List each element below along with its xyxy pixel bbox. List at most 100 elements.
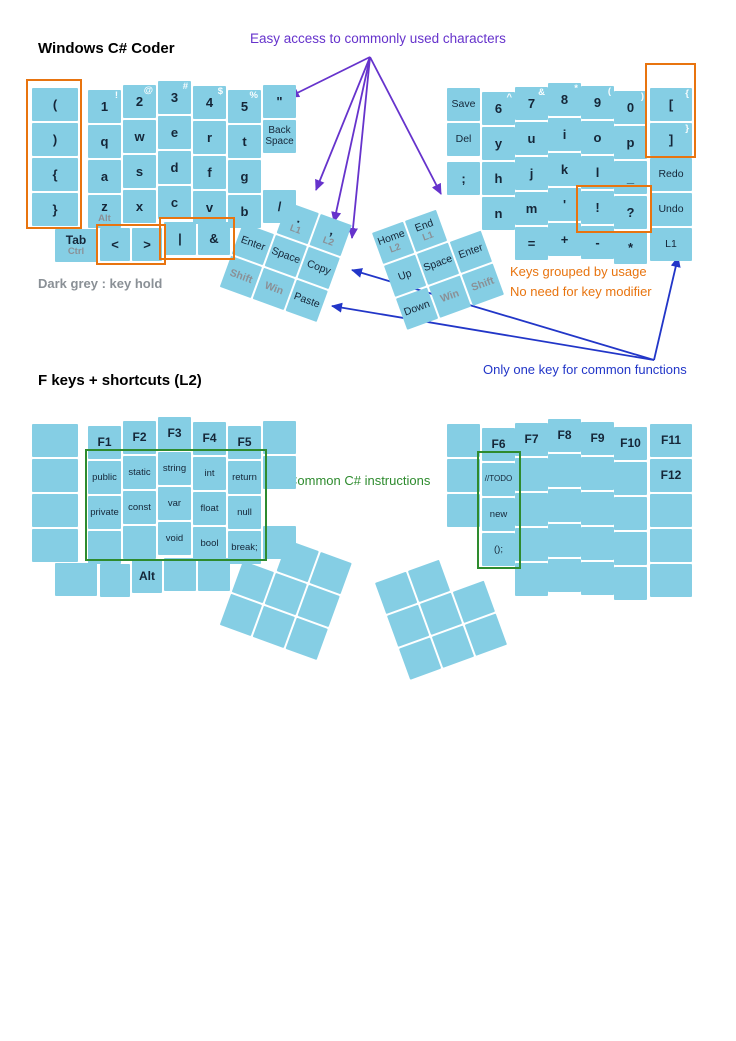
key-label: F5 [237,435,252,450]
key-label: [ [668,96,674,112]
key-label: | [178,230,182,246]
key-blank [32,424,78,457]
key-n: n [482,197,515,230]
key-l: l [581,156,614,189]
key-const: const [123,491,156,524]
key-5: %5 [228,90,261,123]
key-f12: F12 [650,459,692,492]
key-label: k [560,161,569,177]
key-blank [515,493,548,526]
key-label: { [52,166,58,182]
key-new: new [482,498,515,531]
key-label: Copy [305,257,333,278]
key-underscore: _ [614,161,647,194]
key-label: 0 [626,99,635,115]
key-label: & [209,230,219,246]
key-label: F12 [660,468,682,483]
key-7: &7 [515,87,548,120]
key-bool: bool [193,527,226,560]
key-label: Space [269,244,302,267]
key-blank [581,492,614,525]
key-open-paren: ( [32,88,78,121]
key-label: " [276,93,283,109]
key-label: ] [668,131,674,147]
key-3: #3 [158,81,191,114]
key-label: n [494,205,503,221]
key-f1: F1 [88,426,121,459]
key-label: break; [231,541,258,553]
key-blank [581,527,614,560]
key-label: Back Space [265,125,294,147]
key-8: *8 [548,83,581,116]
key-close-bracket: }] [650,123,692,156]
key-f3: F3 [158,417,191,450]
main-layer-title: Windows C# Coder [38,40,175,57]
key-label: Up [396,267,414,284]
key-u: u [515,122,548,155]
key-label: j [529,165,534,181]
key-m: m [515,192,548,225]
key-shift-legend: @ [143,85,153,96]
key-label: + [560,231,569,247]
key-minus: - [581,226,614,259]
key-blank [55,563,97,596]
key-quote: " [263,85,296,118]
key-label: private [90,506,119,518]
grouped-note-line2: No need for key modifier [510,284,652,299]
key-label: u [527,130,536,146]
key-label: 9 [593,94,602,110]
key-label: p [626,134,635,150]
key-label: const [128,501,151,513]
key-9: (9 [581,86,614,119]
key-p: p [614,126,647,159]
key-blank [515,563,548,596]
key-open-brace: { [32,158,78,191]
key-blank [548,454,581,487]
key-label: Enter [239,233,267,254]
key-label: int [204,467,215,479]
key-hold-legend: Alt [98,212,111,224]
key-label: F9 [590,431,605,446]
key-1: !1 [88,90,121,123]
key-greater-than: > [132,228,162,261]
key-label: public [92,471,117,483]
key-label: z [101,198,108,214]
key-label: Alt [139,569,155,584]
key-return: return [228,461,261,494]
key-label: Save [451,98,476,111]
key-label: b [240,203,249,219]
key-undo: Undo [650,193,692,226]
key-w: w [123,120,156,153]
key-2: @2 [123,85,156,118]
key-shift-legend: ^ [506,92,512,103]
key-shift-legend: % [249,90,258,101]
key-exclamation: ! [581,191,614,224]
key-label: x [135,198,144,214]
key-label: static [128,466,151,478]
grouped-note: Keys grouped by usage No need for key mo… [510,262,652,302]
key-e: e [158,116,191,149]
key-close-paren: ) [32,123,78,156]
key-blank [447,459,480,492]
key-f10: F10 [614,427,647,460]
key-int: int [193,457,226,490]
key-q: q [88,125,121,158]
key-blank [447,424,480,457]
key-k: k [548,153,581,186]
key-blank [32,459,78,492]
key-label: ' [562,196,567,212]
key-label: Paste [292,290,322,311]
key-shift-legend: $ [217,86,223,97]
key-label: Undo [658,203,684,216]
key-label: q [100,133,109,149]
key-label: e [170,124,179,140]
key-string: string [158,452,191,485]
key-label: null [237,506,252,518]
key-blank [614,532,647,565]
key-semicolon: ; [447,162,480,195]
key-save: Save [447,88,480,121]
key-r: r [193,121,226,154]
key-x: x [123,190,156,223]
